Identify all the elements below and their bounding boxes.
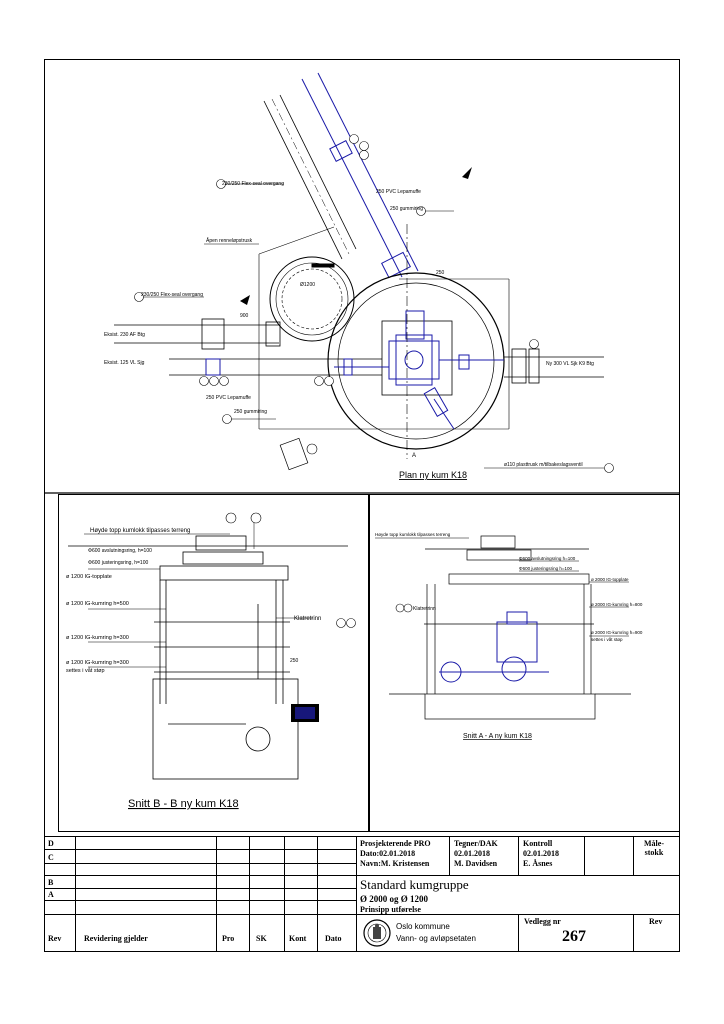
- inclined-pipes: [263, 94, 357, 260]
- plan-markers: [134, 134, 614, 473]
- rev-label: Rev: [649, 917, 663, 926]
- header-pro: Pro: [222, 934, 235, 943]
- label-pvc-top: 250 PVC Lepamuffe: [376, 189, 421, 195]
- section-b: Høyde topp kumlokk tilpasses terreng Φ60…: [58, 494, 369, 832]
- kontroll-navn: E. Åsnes: [523, 859, 553, 868]
- a-klatretrinn: Klatretrinn: [413, 606, 436, 612]
- header-kont: Kont: [289, 934, 307, 943]
- kontroll-label: Kontroll: [523, 839, 553, 848]
- tegner-navn: M. Davidsen: [454, 859, 498, 868]
- small-manhole: [269, 256, 355, 342]
- label-pvc-bottom: 250 PVC Lepamuffe: [206, 395, 251, 401]
- section-a-valve: [439, 611, 549, 683]
- a-top-note: Høyde topp kumlokk tilpasses terreng: [375, 532, 451, 537]
- project-navn: Navn:M. Kristensen: [360, 859, 430, 868]
- tegner-label: Tegner/DAK: [454, 839, 498, 848]
- b-settes: settes i våt støp: [66, 667, 105, 674]
- org-dept: Vann- og avløpsetaten: [396, 934, 476, 943]
- org-name: Oslo kommune: [396, 922, 450, 931]
- section-a: Høyde topp kumlokk tilpasses terreng Φ60…: [369, 494, 680, 832]
- b-kumring300: ø 1200 IG-kumring h=300: [66, 635, 129, 641]
- header-dato: Dato: [325, 934, 342, 943]
- dim-900: 900: [240, 313, 249, 319]
- label-rennesluk: Åpen renneløpstrusk: [206, 237, 253, 244]
- valve-assembly: [205, 310, 504, 430]
- drawing-title: Standard kumgruppe: [360, 877, 469, 892]
- header-revidering: Revidering gjelder: [84, 934, 148, 943]
- a-topplate: ø 2000 IG-topplate: [591, 577, 629, 582]
- drawing-sub2: Prinsipp utførelse: [360, 905, 421, 914]
- b-klatretrinn: Klatretrinn: [294, 616, 321, 622]
- a-settes: settes i våt støp: [591, 636, 623, 642]
- drawing-sub: Ø 2000 og Ø 1200: [360, 894, 429, 904]
- label-pe: ø110 plasttrusk m/tilbakeslagsventil: [504, 462, 583, 468]
- label-eksist-af: Eksist. 230 AF Btg: [104, 332, 145, 338]
- large-manhole: [327, 272, 505, 450]
- rev-d: D: [48, 839, 54, 848]
- oslo-seal-icon: [363, 919, 391, 947]
- b-top-note: Høyde topp kumlokk tilpasses terreng: [90, 528, 190, 534]
- b-ring2: Φ600 justeringsring, h=100: [88, 560, 148, 566]
- b-topplate: ø 1200 IG-topplate: [66, 574, 112, 580]
- rev-a: A: [48, 890, 54, 899]
- dim-1200: Ø1200: [300, 282, 315, 288]
- b-kumring500: ø 1200 IG-kumring h=500: [66, 601, 129, 607]
- plan-title: Plan ny kum K18: [399, 470, 467, 480]
- b-dim-250: 250: [290, 658, 299, 664]
- header-rev: Rev: [48, 934, 62, 943]
- b-ring1: Φ600 avslutningsring, h=100: [88, 548, 152, 554]
- section-marker-a: A: [412, 453, 416, 459]
- header-sk: SK: [256, 934, 267, 943]
- small-detail: [279, 437, 309, 471]
- dim-250: 250: [436, 270, 445, 276]
- label-gummiring-top: 250 gummiring: [390, 206, 423, 212]
- label-flex-left: 230/250 Flex-seal overgang: [141, 292, 203, 298]
- vedlegg-number: 267: [562, 928, 586, 945]
- vedlegg-label: Vedlegg nr: [524, 917, 561, 926]
- section-b-title: Snitt B - B ny kum K18: [128, 798, 239, 810]
- horizontal-pipes: [114, 318, 604, 384]
- a-kumring800: ø 2000 IG-kumring h=800: [591, 602, 643, 607]
- a-ring1: Φ600 avslutningsring h=100: [519, 556, 576, 561]
- project-dato: Dato:02.01.2018: [360, 849, 416, 858]
- rev-c: C: [48, 853, 54, 862]
- a-kumring900: ø 2000 IG-kumring h=900: [591, 630, 643, 635]
- section-a-title: Snitt A - A ny kum K18: [463, 733, 532, 740]
- title-block: D C B A Rev Revidering gjelder Pro SK Ko…: [44, 836, 680, 952]
- scale-label: Måle- stokk: [644, 839, 664, 857]
- tegner-dato: 02.01.2018: [454, 849, 490, 858]
- rev-b: B: [48, 878, 54, 887]
- kontroll-dato: 02.01.2018: [523, 849, 559, 858]
- plan-view: 230/250 Flex-seal overgang 250 PVC Lepam…: [44, 72, 680, 494]
- label-ny-vl: Ny 300 VL Sjk K9 Btg: [546, 361, 594, 367]
- blue-pipe: [301, 72, 419, 279]
- label-flex-top: 230/250 Flex-seal overgang: [222, 181, 284, 187]
- label-gummiring-bottom: 250 gummiring: [234, 409, 267, 415]
- label-eksist-vl: Eksist. 125 VL Sjg: [104, 360, 145, 366]
- a-ring2: Φ600 justeringsring h=100: [519, 566, 572, 571]
- project-label: Prosjekterende PRO: [360, 839, 431, 848]
- b-kumring300b: ø 1200 IG-kumring h=300: [66, 660, 129, 666]
